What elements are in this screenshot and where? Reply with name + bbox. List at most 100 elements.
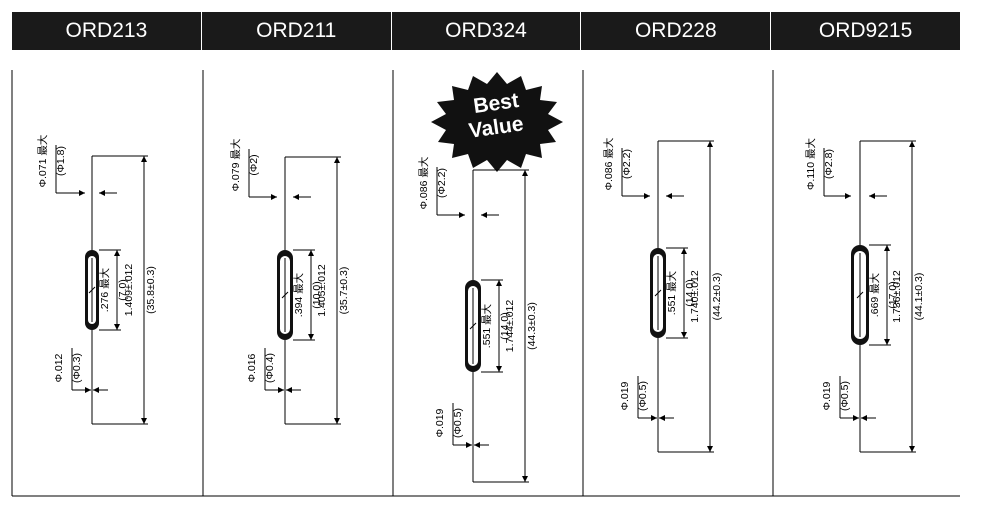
top-diameter-label: Φ.071 最大 (36, 134, 49, 187)
arrowhead (334, 157, 340, 163)
arrowhead (99, 190, 105, 196)
body-length-mm-label: (10.0) (311, 281, 323, 308)
top-diameter-mm-label: (Φ2) (248, 154, 260, 175)
arrowhead (659, 415, 665, 421)
arrowhead (278, 387, 284, 393)
top-diameter-mm-label: (Φ2.8) (823, 149, 835, 179)
body-length-label: .551 最大 (480, 303, 493, 348)
bottom-diameter-mm-label: (Φ0.5) (839, 381, 851, 411)
model-name: ORD9215 (770, 12, 960, 50)
bottom-diameter-label: Φ.016 (246, 353, 258, 382)
bottom-diameter-label: Φ.019 (619, 381, 631, 410)
bottom-diameter-label: Φ.019 (434, 408, 446, 437)
arrowhead (845, 193, 851, 199)
arrowhead (681, 248, 687, 254)
arrowhead (651, 415, 657, 421)
arrowhead (79, 190, 85, 196)
reed-switch-drawing: 1.409±.012 (35.8±0.3) .276 最大 (7.0) Φ.071 最大… (36, 134, 157, 425)
arrowhead (271, 194, 277, 200)
body-length-mm-label: (17.0) (887, 281, 899, 308)
arrowhead (861, 415, 867, 421)
body-length-mm-label: (7.0) (117, 279, 129, 301)
total-length-mm-label: (35.7±0.3) (338, 267, 350, 315)
arrowhead (496, 280, 502, 286)
bottom-diameter-mm-label: (Φ0.5) (637, 381, 649, 411)
model-name: ORD228 (580, 12, 771, 50)
arrowhead (909, 141, 915, 147)
arrowhead (522, 476, 528, 482)
arrowhead (114, 250, 120, 256)
best-value-badge: Best Value (431, 72, 563, 172)
model-name: ORD213 (12, 12, 201, 50)
bottom-diameter-label: Φ.019 (821, 381, 833, 410)
starburst-icon (431, 72, 563, 172)
top-diameter-mm-label: (Φ1.8) (55, 146, 67, 176)
arrowhead (93, 387, 99, 393)
arrowhead (681, 332, 687, 338)
total-length-label: 1.736±.012 (891, 270, 903, 323)
reed-switch-drawing: 1.736±.012 (44.1±0.3) .669 最大 (17.0) Φ.110 最… (804, 138, 925, 453)
arrowhead (474, 442, 480, 448)
arrowhead (884, 339, 890, 345)
top-diameter-label: Φ.110 最大 (804, 138, 817, 190)
top-diameter-label: Φ.086 最大 (602, 137, 615, 190)
arrowhead (308, 250, 314, 256)
contact-gap (88, 286, 96, 294)
arrowhead (114, 324, 120, 330)
model-name: ORD211 (200, 12, 391, 50)
arrowhead (853, 415, 859, 421)
top-diameter-label: Φ.086 最大 (417, 156, 430, 209)
contact-gap (856, 291, 864, 299)
body-length-label: .669 最大 (868, 272, 881, 317)
body-length-label: .551 最大 (665, 270, 678, 315)
contact-gap (654, 289, 662, 297)
arrowhead (466, 442, 472, 448)
total-length-mm-label: (44.1±0.3) (913, 273, 925, 321)
total-length-label: 1.740±.012 (689, 270, 701, 323)
total-length-label: 1.405±.012 (316, 264, 328, 317)
arrowhead (666, 193, 672, 199)
body-length-label: .276 最大 (98, 267, 111, 312)
reed-switch-drawing: 1.405±.012 (35.7±0.3) .394 最大 (10.0) Φ.079 最… (229, 138, 350, 425)
top-diameter-mm-label: (Φ2.2) (436, 168, 448, 198)
arrowhead (141, 418, 147, 424)
model-header-bar: ORD213 ORD211 ORD324 ORD228 ORD9215 (12, 12, 960, 50)
arrowhead (141, 156, 147, 162)
arrowhead (909, 446, 915, 452)
body-length-mm-label: (14.0) (684, 279, 696, 306)
total-length-mm-label: (44.3±0.3) (526, 302, 538, 350)
body-length-mm-label: (14.0) (499, 312, 511, 339)
arrowhead (644, 193, 650, 199)
bottom-diameter-mm-label: (Φ0.4) (264, 353, 276, 383)
arrowhead (884, 245, 890, 251)
arrowhead (286, 387, 292, 393)
top-diameter-label: Φ.079 最大 (229, 138, 242, 191)
top-diameter-mm-label: (Φ2.2) (621, 149, 633, 179)
model-name: ORD324 (390, 12, 581, 50)
arrowhead (481, 212, 487, 218)
bottom-diameter-label: Φ.012 (53, 353, 65, 382)
contact-gap (469, 322, 477, 330)
arrowhead (293, 194, 299, 200)
arrowhead (869, 193, 875, 199)
arrowhead (308, 334, 314, 340)
contact-gap (281, 291, 289, 299)
arrowhead (522, 170, 528, 176)
reed-switch-drawing: 1.740±.012 (44.2±0.3) .551 最大 (14.0) Φ.086 最… (602, 137, 723, 453)
arrowhead (459, 212, 465, 218)
arrowhead (85, 387, 91, 393)
body-length-label: .394 最大 (292, 272, 305, 317)
total-length-label: 1.744±.012 (504, 300, 516, 353)
bottom-diameter-mm-label: (Φ0.3) (71, 353, 83, 383)
arrowhead (707, 141, 713, 147)
arrowhead (496, 366, 502, 372)
arrowhead (707, 446, 713, 452)
total-length-label: 1.409±.012 (123, 264, 135, 317)
total-length-mm-label: (44.2±0.3) (711, 273, 723, 321)
panel-frame (11, 70, 960, 497)
total-length-mm-label: (35.8±0.3) (145, 266, 157, 314)
reed-switch-drawing: 1.744±.012 (44.3±0.3) .551 最大 (14.0) Φ.086 最… (417, 156, 538, 483)
bottom-diameter-mm-label: (Φ0.5) (452, 408, 464, 438)
arrowhead (334, 418, 340, 424)
